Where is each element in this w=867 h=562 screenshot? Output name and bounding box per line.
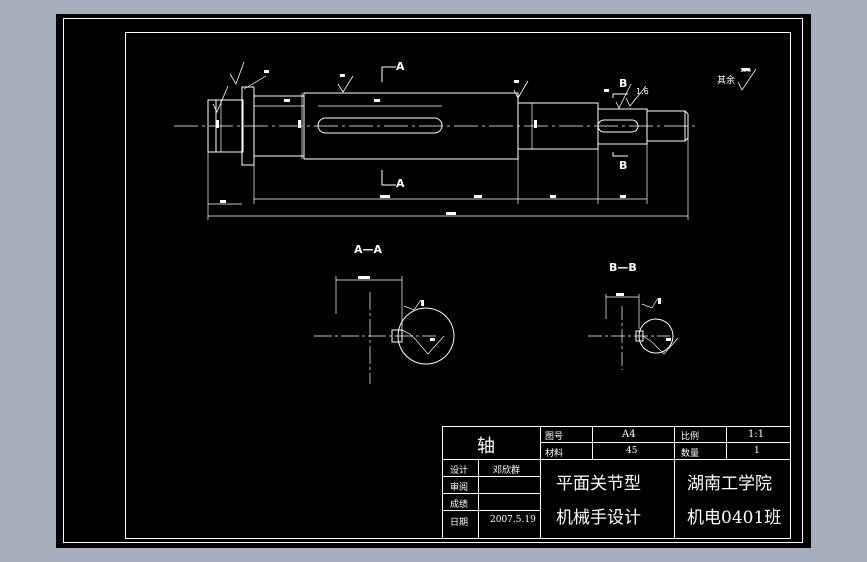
material-label: 材料: [545, 449, 564, 459]
cut-marker-b-bottom: [612, 152, 628, 157]
grade-label: 成绩: [450, 500, 469, 510]
section-label-a-a: A—A: [354, 243, 383, 256]
cut-marker-label-a-bottom: A: [396, 177, 405, 190]
date-label: 日期: [450, 518, 469, 528]
material-value: 45: [626, 446, 638, 456]
roughness-symbols: [212, 61, 757, 113]
keyway-slot-small: [597, 119, 639, 133]
dimension-marks: [216, 68, 750, 341]
project-title-line1: 平面关节型: [556, 474, 641, 494]
section-a-hatch: [336, 304, 392, 364]
dimension-lines: [207, 93, 689, 220]
roughness-rest-value: 12.5: [740, 68, 752, 74]
reviewer-label: 审阅: [450, 483, 469, 493]
section-label-b-b: B—B: [609, 261, 637, 274]
school-name-line1: 湖南工学院: [687, 474, 772, 494]
outer-border: [63, 18, 803, 543]
designer-value: 邓欣群: [493, 466, 521, 476]
scale-label: 比例: [681, 432, 700, 442]
cut-marker-label-b-bottom: B: [619, 159, 628, 172]
quantity-label: 数量: [681, 449, 700, 459]
section-b-b: [588, 294, 679, 370]
title-block-grid: [442, 426, 791, 539]
cut-marker-label-a-top: A: [396, 60, 405, 73]
quantity-value: 1: [754, 446, 760, 456]
scale-value: 1:1: [748, 429, 765, 440]
roughness-rest-label: 其余: [717, 76, 736, 86]
engineering-drawing: [63, 18, 803, 543]
school-name-line2: 机电0401班: [687, 508, 782, 528]
roughness-b-value: 1.6: [636, 87, 649, 96]
drawing-no-label: 图号: [545, 432, 564, 442]
keyway-slot-main: [317, 117, 443, 134]
cut-marker-label-b-top: B: [619, 77, 628, 90]
drawing-no-value: A4: [622, 429, 636, 440]
date-value: 2007.5.19: [490, 515, 536, 525]
cut-marker-b-top: [612, 93, 628, 98]
section-a-a: [314, 276, 455, 384]
drawing-canvas: A—A B—B A A B B 其余 12.5 1.6 轴 图号 A4 比例 1…: [56, 14, 811, 548]
project-title-line2: 机械手设计: [556, 508, 641, 528]
part-name: 轴: [477, 436, 495, 457]
cut-marker-a-top: [381, 66, 396, 82]
cut-marker-a-bottom: [381, 170, 396, 186]
designer-label: 设计: [450, 466, 469, 476]
